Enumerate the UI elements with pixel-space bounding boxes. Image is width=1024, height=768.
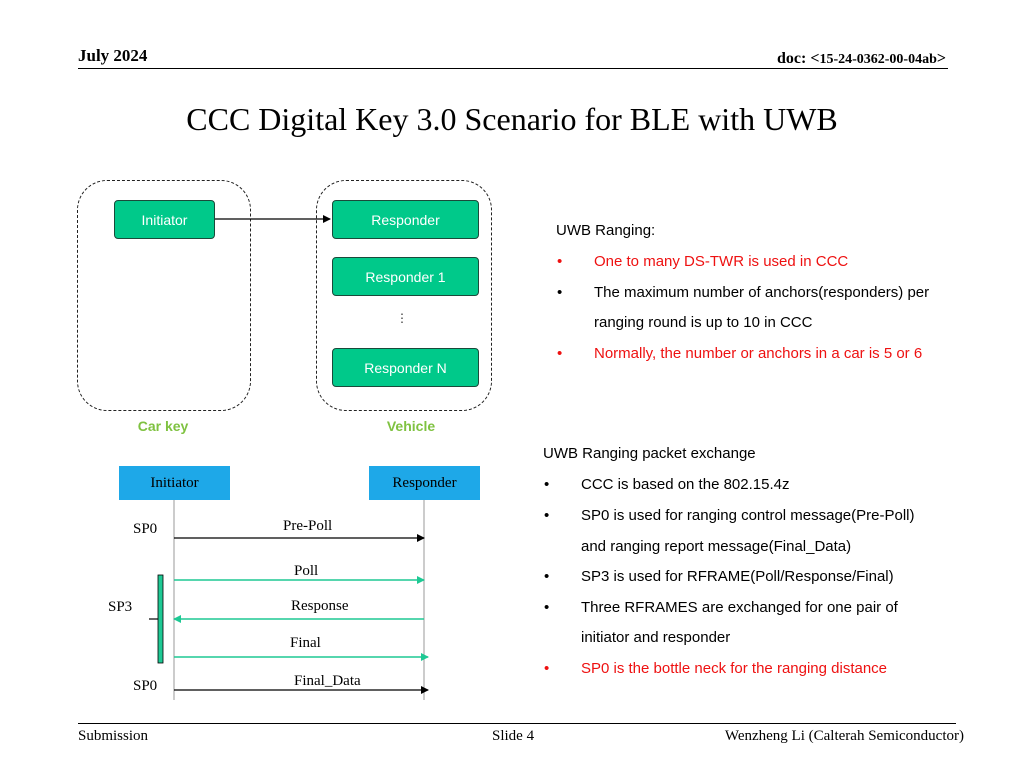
doc-prefix: doc: < xyxy=(776,50,820,67)
packet-item-5: SP0 is the bottle neck for the ranging d… xyxy=(581,660,888,677)
footer-slide-number: Slide 4 xyxy=(492,728,535,744)
footer-submission: Submission xyxy=(78,728,149,744)
header-date: July 2024 xyxy=(78,46,148,65)
msg-pre-poll-label: Pre-Poll xyxy=(283,518,333,534)
vehicle-ellipsis: ⋮ xyxy=(396,311,408,325)
packet-item-4: Three RFRAMES are exchanged for one pair… xyxy=(581,599,898,616)
packet-item-4-cont: initiator and responder xyxy=(581,629,731,646)
header-doc-id: doc: <15-24-0362-00-04ab> xyxy=(777,50,946,68)
footer-author: Wenzheng Li (Calterah Semiconductor) xyxy=(724,728,964,744)
packet-bullet-1: • xyxy=(544,476,550,493)
packet-item-2: SP0 is used for ranging control message(… xyxy=(581,507,915,524)
uwb-ranging-heading: UWB Ranging: xyxy=(556,222,656,239)
uwb-ranging-item-2: The maximum number of anchors(responders… xyxy=(594,284,930,301)
seq-responder-header: Responder xyxy=(369,466,480,500)
slide-title: CCC Digital Key 3.0 Scenario for BLE wit… xyxy=(186,101,838,137)
responder-n-node: Responder N xyxy=(332,348,479,387)
uwb-ranging-bullet-2: • xyxy=(557,284,563,301)
phase-sp0-bottom: SP0 xyxy=(133,678,158,694)
msg-final-label: Final xyxy=(290,635,321,651)
uwb-ranging-item-3: Normally, the number or anchors in a car… xyxy=(594,345,923,362)
responder-node: Responder xyxy=(332,200,479,239)
packet-item-2-cont: and ranging report message(Final_Data) xyxy=(581,538,852,555)
sp3-bracket xyxy=(157,574,164,664)
packet-exchange-heading: UWB Ranging packet exchange xyxy=(543,445,756,462)
seq-initiator-header: Initiator xyxy=(119,466,230,500)
header-rule xyxy=(78,68,948,69)
responder-1-node: Responder 1 xyxy=(332,257,479,296)
footer-rule xyxy=(78,723,956,724)
packet-item-1: CCC is based on the 802.15.4z xyxy=(581,476,790,493)
phase-sp0-top: SP0 xyxy=(133,521,158,537)
msg-poll-label: Poll xyxy=(294,563,319,579)
uwb-ranging-item-1: One to many DS-TWR is used in CCC xyxy=(594,253,849,270)
packet-item-3: SP3 is used for RFRAME(Poll/Response/Fin… xyxy=(581,568,894,585)
doc-number: 15-24-0362-00-04ab xyxy=(819,52,937,67)
packet-bullet-2: • xyxy=(544,507,550,524)
uwb-ranging-bullet-3: • xyxy=(557,345,563,362)
car-key-label: Car key xyxy=(137,418,189,434)
uwb-ranging-bullet-1: • xyxy=(557,253,563,270)
vehicle-label: Vehicle xyxy=(386,418,436,434)
packet-bullet-3: • xyxy=(544,568,550,585)
initiator-node: Initiator xyxy=(114,200,215,239)
phase-sp3: SP3 xyxy=(108,599,133,615)
packet-bullet-4: • xyxy=(544,599,550,616)
msg-response-label: Response xyxy=(291,598,349,614)
msg-final-data-label: Final_Data xyxy=(294,673,361,689)
vehicle-group xyxy=(316,180,492,411)
uwb-ranging-item-2-cont: ranging round is up to 10 in CCC xyxy=(594,314,813,331)
packet-bullet-5: • xyxy=(544,660,550,677)
car-key-group xyxy=(77,180,251,411)
doc-suffix: > xyxy=(936,50,946,67)
